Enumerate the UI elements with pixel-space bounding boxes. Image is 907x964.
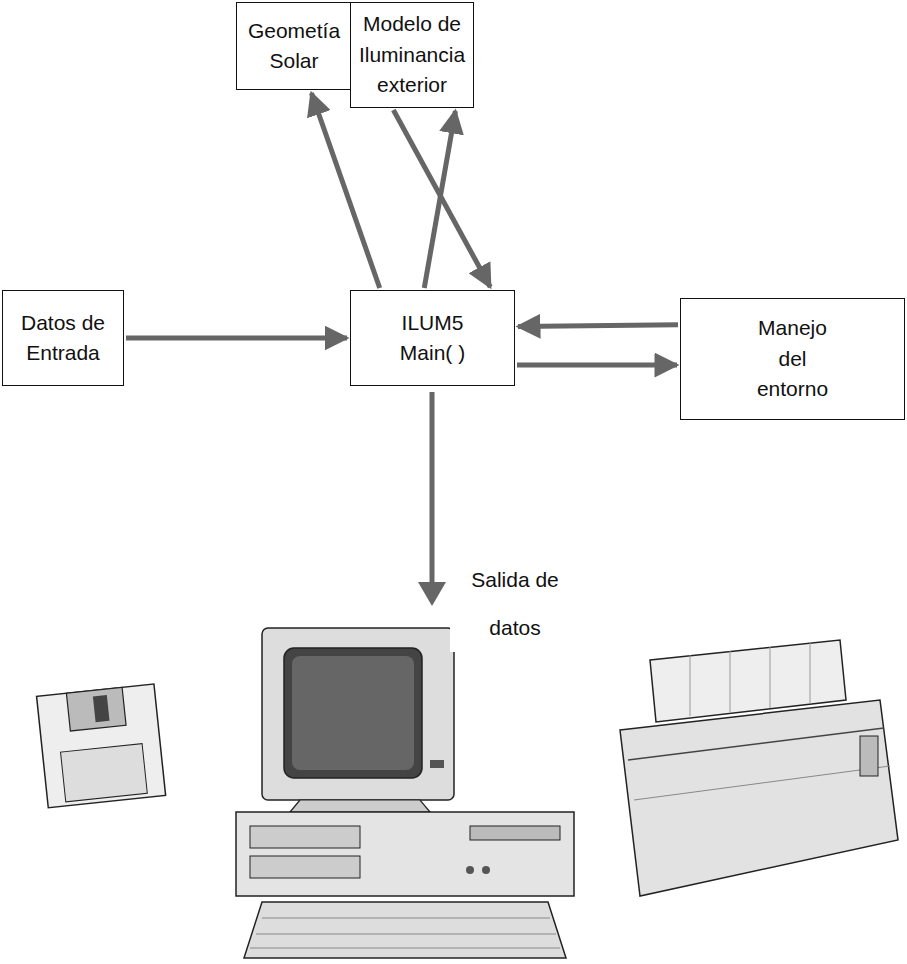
box-label: Manejo del entorno <box>753 313 833 404</box>
flow-arrow <box>311 93 379 288</box>
output-label: Salida de datos <box>450 556 580 652</box>
flow-arrow <box>393 110 490 287</box>
flow-arrow <box>518 325 678 327</box>
process-box: Geometía Solar <box>236 2 352 90</box>
output-arrow <box>418 392 446 606</box>
process-box: Manejo del entorno <box>680 298 905 420</box>
floppy-disk <box>37 684 166 808</box>
process-box: ILUM5 Main( ) <box>350 290 515 386</box>
box-label: Datos de Entrada <box>13 308 113 369</box>
box-label: ILUM5 Main( ) <box>378 308 488 369</box>
process-box: Datos de Entrada <box>2 290 124 386</box>
flow-arrow <box>517 362 677 367</box>
monitor <box>262 628 454 812</box>
system-unit <box>236 812 574 896</box>
printer <box>620 640 898 896</box>
box-label: Geometía Solar <box>244 16 344 77</box>
flow-arrow <box>126 336 347 341</box>
process-box: Modelo de Iluminancia exterior <box>350 2 474 108</box>
keyboard <box>244 902 566 958</box>
box-label: Modelo de Iluminancia exterior <box>358 9 466 100</box>
